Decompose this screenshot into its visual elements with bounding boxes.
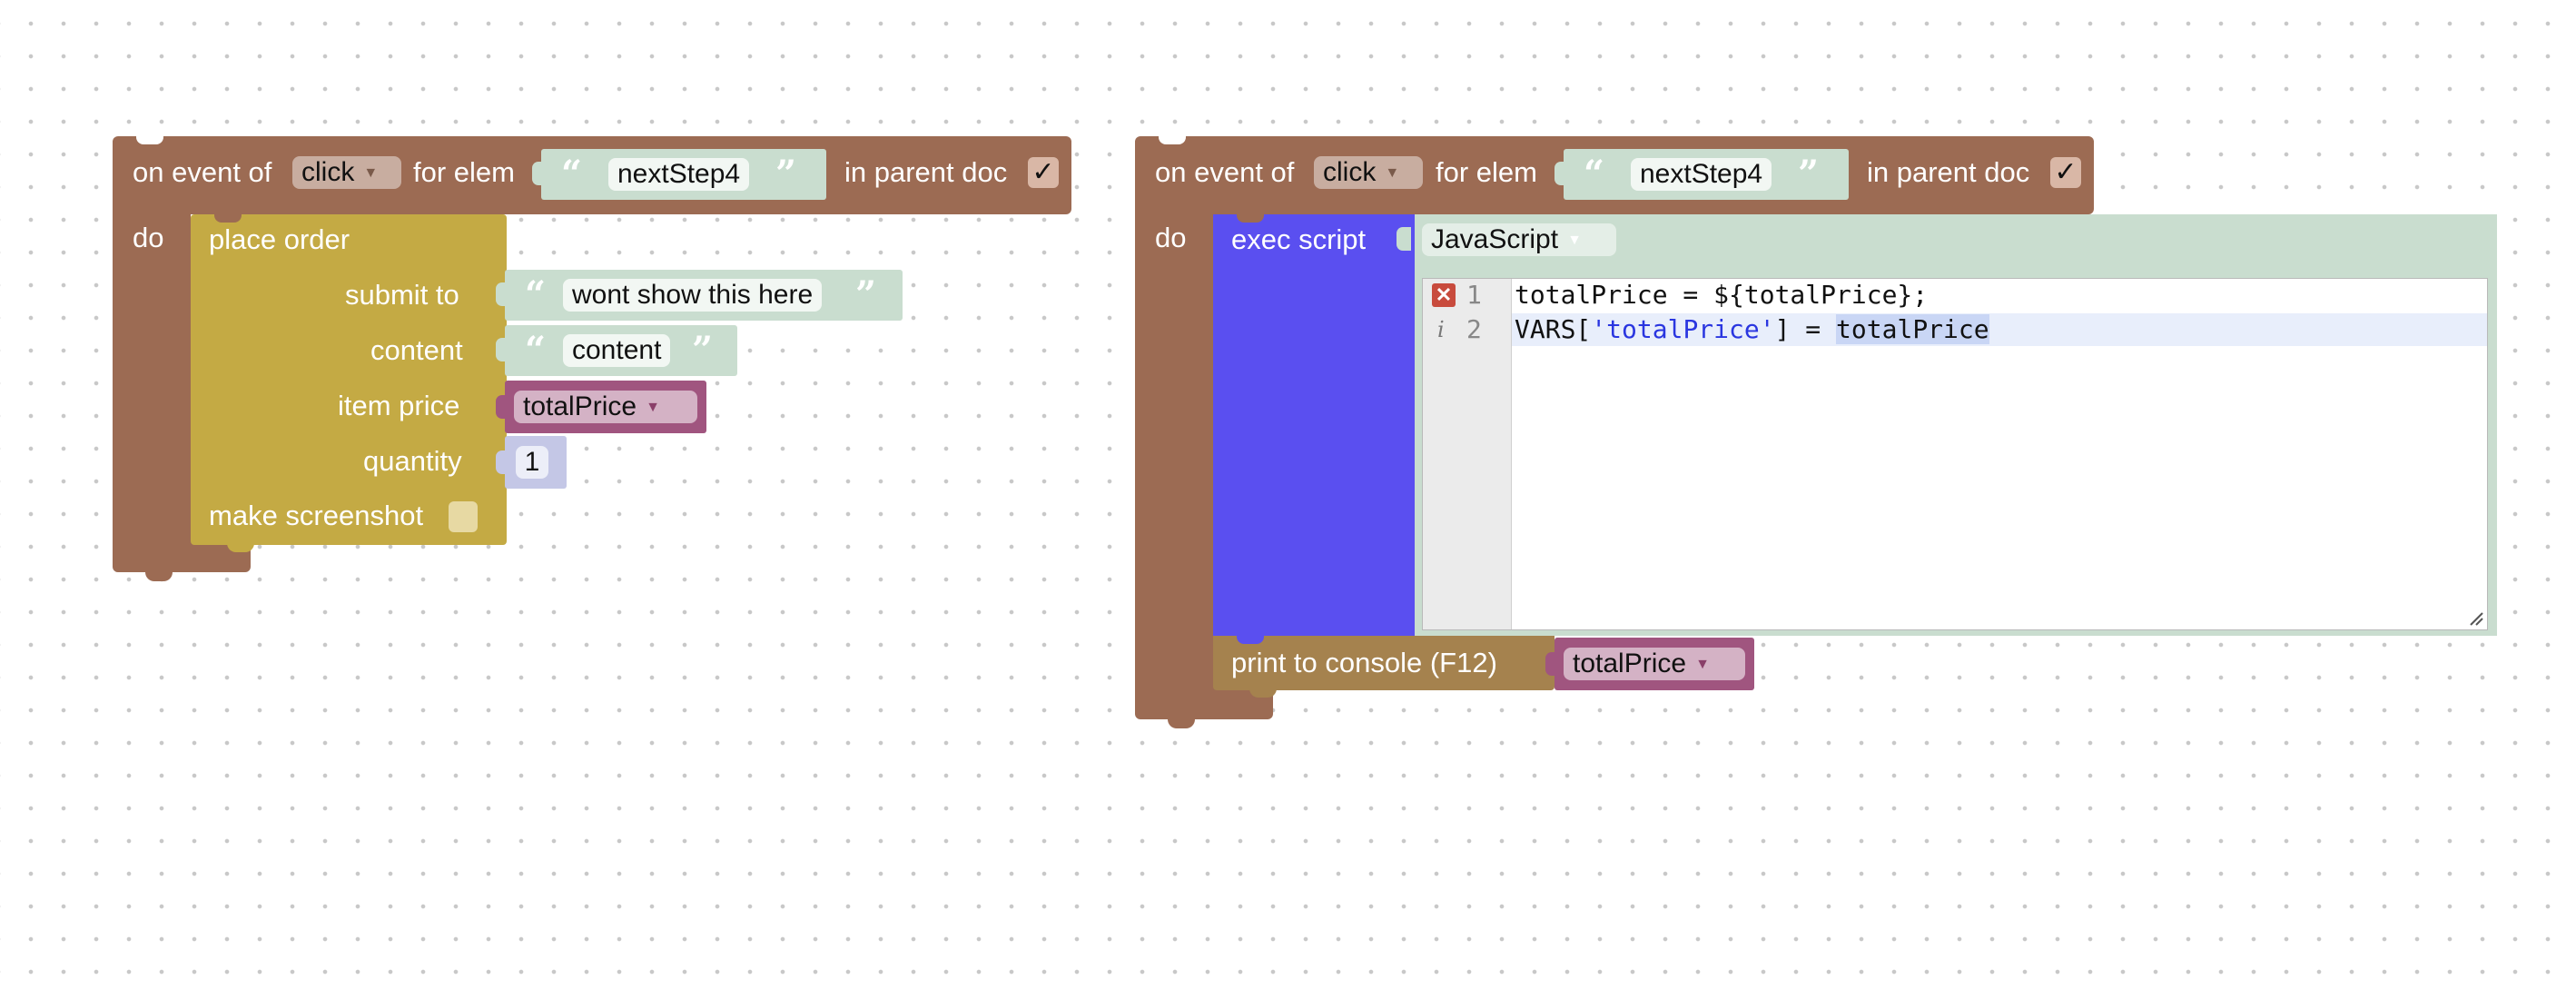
item-price-var: totalPrice	[523, 391, 637, 421]
submit-to-value[interactable]: wont show this here	[563, 279, 823, 312]
code-token: ] =	[1774, 314, 1837, 344]
content-label: content	[370, 334, 463, 366]
print-variable-plug	[1545, 652, 1558, 676]
right-event-prefix: on event of	[1155, 156, 1295, 188]
open-quote-icon: “	[525, 273, 547, 316]
item-price-plug	[496, 395, 508, 419]
exec-script-body	[1213, 214, 1415, 636]
submit-to-plug	[496, 282, 508, 306]
chevron-down-icon: ▼	[1695, 657, 1710, 673]
line-number: 2	[1466, 314, 1482, 344]
right-event-tab	[1168, 719, 1195, 728]
language-plug	[1397, 227, 1411, 251]
chevron-down-icon: ▼	[646, 400, 660, 416]
close-quote-icon: ”	[775, 153, 797, 195]
code-editor[interactable]: ✕ 1 totalPrice = ${totalPrice}; i 2 VARS…	[1422, 278, 2488, 630]
print-variable-value: totalPrice	[1573, 648, 1687, 678]
place-order-tab	[227, 543, 254, 552]
right-event-dropdown[interactable]: click ▼	[1314, 156, 1423, 189]
item-price-variable-block[interactable]: totalPrice ▼	[496, 381, 706, 433]
error-icon[interactable]: ✕	[1432, 283, 1456, 307]
info-icon[interactable]: i	[1437, 317, 1445, 342]
code-line-2[interactable]: VARS['totalPrice'] = totalPrice	[1515, 313, 1989, 346]
content-value[interactable]: content	[563, 334, 671, 367]
make-screenshot-label: make screenshot	[209, 500, 424, 531]
chevron-down-icon: ▼	[1567, 233, 1582, 249]
left-event-dropdown[interactable]: click ▼	[292, 156, 401, 189]
right-parent-doc-checkbox[interactable]: ✓	[2050, 157, 2081, 188]
left-event-tab	[145, 572, 173, 581]
line-number: 1	[1466, 280, 1482, 310]
left-for-elem-label: for elem	[413, 156, 515, 188]
place-order-title: place order	[209, 223, 350, 255]
open-quote-icon: “	[1584, 153, 1605, 195]
print-console-tab	[1249, 688, 1277, 698]
right-elem-string-block[interactable]: “ nextStep4 ”	[1554, 149, 1849, 200]
place-order-body	[191, 214, 507, 545]
left-elem-plug	[532, 162, 545, 185]
quantity-number-block[interactable]: 1	[496, 436, 567, 489]
print-console-title: print to console (F12)	[1231, 647, 1497, 678]
submit-to-label: submit to	[345, 279, 459, 311]
code-string-token: 'totalPrice'	[1591, 314, 1775, 344]
content-plug	[496, 338, 508, 361]
right-event-spine	[1135, 182, 1213, 708]
left-elem-string-block[interactable]: “ nextStep4 ”	[532, 149, 826, 200]
language-value: JavaScript	[1431, 224, 1559, 254]
exec-script-title: exec script	[1231, 223, 1367, 255]
active-line-highlight	[1512, 313, 2487, 346]
close-quote-icon: ”	[1798, 153, 1820, 195]
left-elem-value[interactable]: nextStep4	[608, 158, 750, 191]
exec-script-notch	[1237, 214, 1264, 223]
code-selected-token: totalPrice	[1836, 314, 1989, 344]
right-elem-plug	[1554, 162, 1567, 185]
item-price-label: item price	[338, 390, 460, 421]
right-parent-doc-label: in parent doc	[1867, 156, 2030, 188]
close-quote-icon: ”	[692, 329, 714, 371]
print-variable-block[interactable]: totalPrice ▼	[1545, 638, 1754, 690]
code-token: VARS[	[1515, 314, 1592, 344]
open-quote-icon: “	[525, 329, 547, 371]
resize-handle-icon[interactable]	[2469, 611, 2483, 626]
close-quote-icon: ”	[855, 273, 877, 316]
open-quote-icon: “	[561, 153, 583, 195]
right-event-value: click	[1323, 157, 1377, 187]
language-dropdown[interactable]: JavaScript ▼	[1422, 223, 1616, 256]
print-console-notch	[1237, 636, 1264, 644]
make-screenshot-checkbox[interactable]	[449, 501, 478, 532]
quantity-value[interactable]: 1	[516, 446, 548, 479]
code-line-1[interactable]: totalPrice = ${totalPrice};	[1515, 280, 1929, 310]
place-order-notch	[214, 214, 242, 223]
quantity-plug	[496, 450, 508, 474]
chevron-down-icon: ▼	[363, 165, 379, 182]
left-event-spine	[113, 182, 191, 563]
left-parent-doc-label: in parent doc	[844, 156, 1008, 188]
left-parent-doc-checkbox[interactable]: ✓	[1028, 157, 1059, 188]
chevron-down-icon: ▼	[1385, 165, 1400, 182]
item-price-dropdown[interactable]: totalPrice ▼	[514, 391, 697, 423]
right-do-label: do	[1155, 222, 1187, 253]
left-event-value: click	[301, 157, 355, 187]
right-event-notch	[1159, 136, 1186, 144]
left-event-prefix: on event of	[133, 156, 272, 188]
content-string-block[interactable]: “ content ”	[496, 325, 737, 376]
code-gutter	[1423, 279, 1512, 629]
submit-to-string-block[interactable]: “ wont show this here ”	[496, 270, 903, 321]
quantity-label: quantity	[363, 445, 462, 477]
left-do-label: do	[133, 222, 164, 253]
right-elem-value[interactable]: nextStep4	[1631, 158, 1772, 191]
right-for-elem-label: for elem	[1436, 156, 1537, 188]
print-variable-dropdown[interactable]: totalPrice ▼	[1564, 648, 1745, 680]
print-console-body	[1213, 636, 1554, 690]
left-event-notch	[136, 136, 163, 144]
